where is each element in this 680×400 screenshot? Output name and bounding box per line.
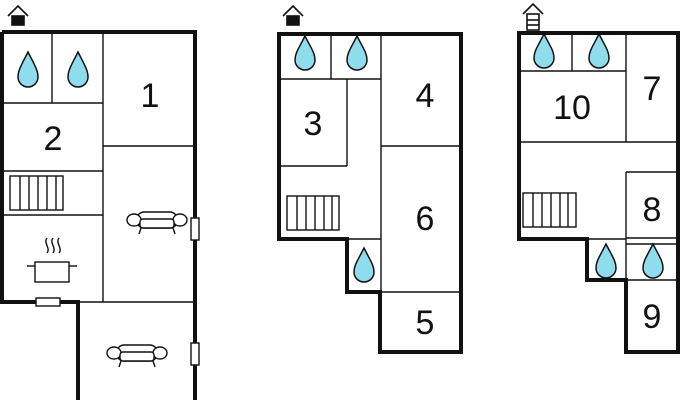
water-drop-icon [67, 50, 89, 88]
room-label: 2 [44, 120, 63, 158]
water-drop-icon [17, 50, 39, 88]
stairs-icon [522, 192, 577, 228]
room-label: 1 [141, 77, 160, 115]
room-label: 5 [416, 304, 435, 342]
door-marker [35, 297, 61, 307]
door-marker [190, 342, 200, 366]
cooking-pot-icon [27, 237, 77, 283]
room-label: 9 [643, 298, 662, 336]
sofa-icon [106, 344, 168, 368]
room-label: 7 [643, 70, 662, 108]
house-level-icon [282, 4, 304, 26]
floor-plan-c: 10 7 8 9 [517, 2, 680, 354]
house-level-icon [522, 2, 544, 31]
sofa-icon [126, 211, 188, 235]
room-label: 4 [416, 77, 435, 115]
floor-plan-b: 3 4 5 6 [277, 4, 463, 354]
house-level-icon [7, 4, 29, 26]
water-drop-icon [294, 34, 316, 71]
room-label: 3 [304, 105, 323, 143]
room-label: 6 [416, 200, 435, 238]
water-drop-icon [533, 32, 555, 69]
stairs-icon [9, 175, 64, 211]
stairs-icon [286, 195, 340, 231]
water-drop-icon [353, 246, 375, 283]
water-drop-icon [642, 242, 664, 279]
water-drop-icon [346, 34, 368, 71]
room-label: 8 [643, 191, 662, 229]
room-label: 10 [553, 89, 591, 127]
floor-plan-a: 1 2 [0, 4, 200, 400]
door-marker [190, 217, 200, 241]
water-drop-icon [588, 32, 610, 69]
water-drop-icon [595, 242, 617, 279]
